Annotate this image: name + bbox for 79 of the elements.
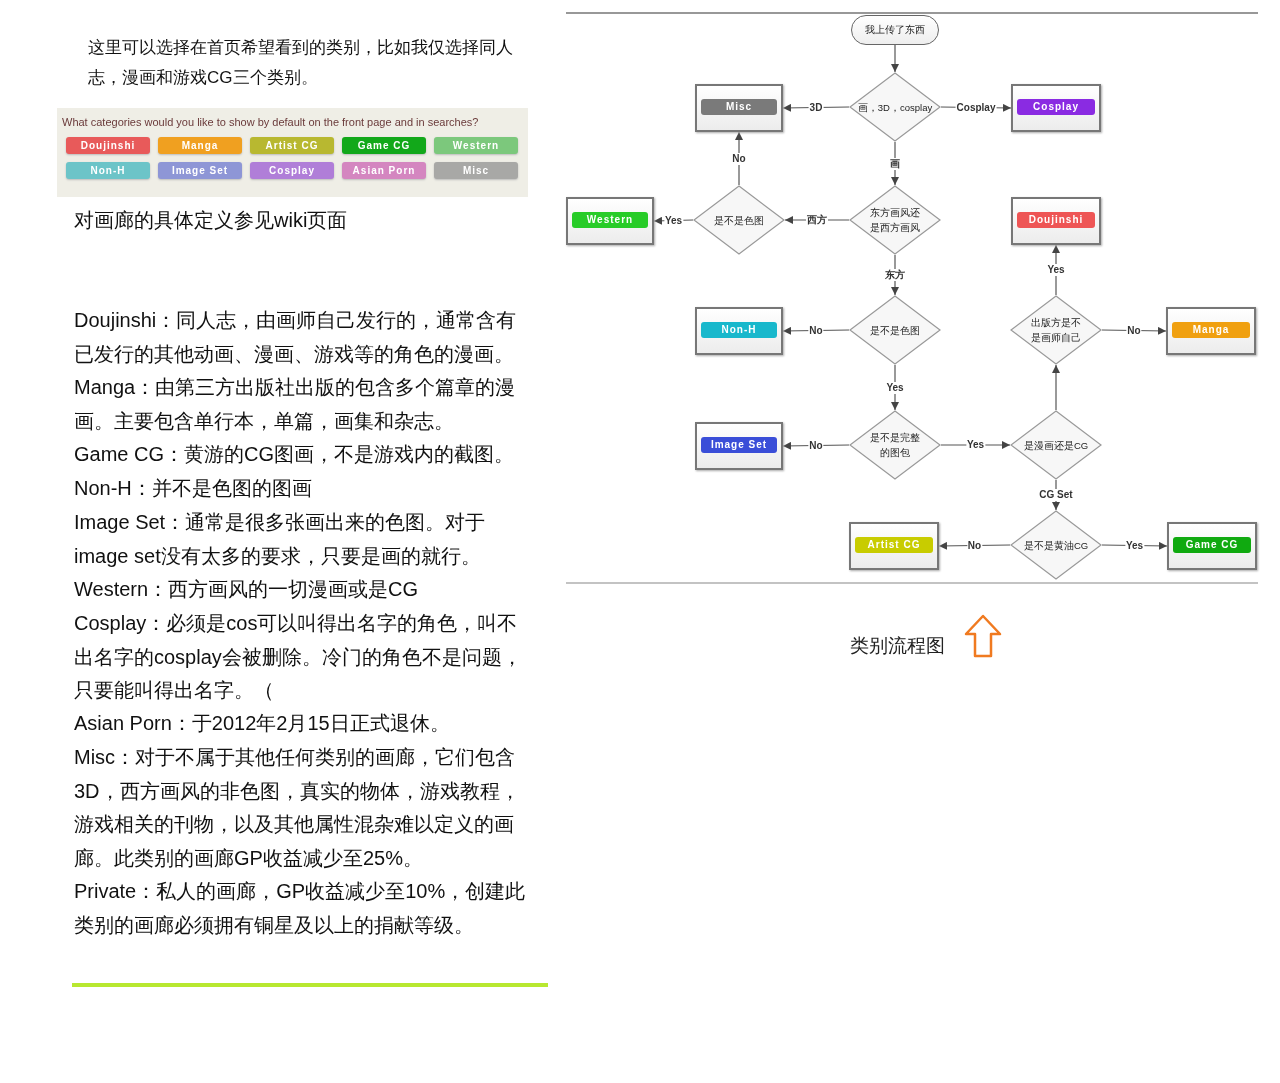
decision-text: 出版方是不是画师自己 [1031, 316, 1081, 345]
edge-label: 画 [889, 157, 901, 170]
arrow [891, 254, 899, 296]
category-button: Western [434, 137, 518, 154]
edge-label: 东方 [884, 269, 906, 281]
decision-diamond [849, 410, 941, 480]
edge-label: Yes [965, 439, 986, 451]
category-card [1166, 307, 1256, 355]
category-button: Non-H [66, 162, 150, 179]
start-terminal: 我上传了东西 [851, 15, 939, 45]
decision-diamond [849, 72, 941, 142]
decision-text: 画，3D，cosplay [856, 100, 934, 115]
category-card [1011, 84, 1101, 132]
category-button: Cosplay [250, 162, 334, 179]
decision-text: 是不是完整的图包 [870, 431, 920, 460]
edge-label: No [731, 152, 747, 165]
edge-label: No [966, 539, 983, 552]
category-button: Misc [434, 162, 518, 179]
category-tag: Non-H [701, 322, 777, 338]
category-button: Image Set [158, 162, 242, 179]
definition-paragraph: Western：西方画风的一切漫画或是CG [74, 577, 420, 602]
category-tag: Game CG [1173, 537, 1251, 553]
edge-label: No [808, 324, 824, 337]
definition-paragraph: Asian Porn：于2012年2月15日正式退休。 [74, 711, 451, 736]
category-tag: Cosplay [1017, 99, 1095, 115]
question-text: What categories would you like to show by default on the front page and in searches? [62, 116, 479, 128]
category-card [1167, 522, 1257, 570]
paragraph: 对画廊的具体定义参见wiki页面 [74, 208, 349, 233]
category-button: Artist CG [250, 137, 334, 154]
decision-text: 是不是色图 [713, 213, 765, 228]
edge-label: CG Set [1038, 489, 1074, 501]
category-card [1011, 197, 1101, 245]
decision-text: 东方画风还是西方画风 [870, 206, 920, 235]
category-tag: Image Set [701, 437, 777, 453]
edge-label: 西方 [806, 214, 828, 226]
decision-text: 是不是黄油CG [1023, 538, 1089, 553]
definition-paragraph: Image Set：通常是很多张画出来的色图。对于image set没有太多的要求，只要是画的就行。 [74, 510, 487, 569]
category-tag: Misc [701, 99, 777, 115]
category-card [695, 422, 783, 470]
edge-label: Yes [663, 214, 684, 227]
decision-diamond [1010, 295, 1102, 365]
caption: 类别流程图 [850, 634, 945, 658]
intro-paragraph: 这里可以选择在首页希望看到的类别，比如我仅选择同人志，漫画和游戏CG三个类别。 [88, 37, 514, 89]
decision-diamond [693, 185, 785, 255]
decision-text: 是不是色图 [869, 323, 921, 338]
edge-label: No [808, 439, 824, 452]
category-button: Doujinshi [66, 137, 150, 154]
decision-diamond [1010, 510, 1102, 580]
arrow [891, 44, 899, 73]
category-card [849, 522, 939, 570]
category-tag: Artist CG [855, 537, 933, 553]
category-button: Asian Porn [342, 162, 426, 179]
edge-label: No [1126, 324, 1142, 337]
definition-paragraph: Cosplay：必须是cos可以叫得出名字的角色，叫不出名字的cosplay会被删除。冷门的角色不是问题，只要能叫得出名字。（ [74, 611, 523, 703]
category-card [566, 197, 654, 245]
definition-paragraph: Manga：由第三方出版社出版的包含多个篇章的漫画。主要包含单行本，单篇，画集和杂志。 [74, 375, 517, 434]
decision-diamond [1010, 410, 1102, 480]
definition-paragraph: Private：私人的画廊，GP收益减少至10%，创建此类别的画廊必须拥有铜星及以上的捐献等级。 [74, 879, 527, 938]
decision-diamond [849, 185, 941, 255]
edge-label: Yes [1124, 539, 1145, 552]
edge-label: Cosplay [955, 101, 997, 114]
definition-paragraph: Non-H：并不是色图的图画 [74, 476, 313, 501]
edge-label: 3D [808, 101, 824, 114]
category-card [695, 307, 783, 355]
category-tag: Manga [1172, 322, 1250, 338]
category-tag: Doujinshi [1017, 212, 1095, 228]
decision-text: 是漫画还是CG [1023, 438, 1089, 453]
arrow [735, 131, 743, 186]
definition-paragraph: Misc：对于不属于其他任何类别的画廊，它们包含3D，西方画风的非色图，真实的物体，游戏教程，游戏相关的刊物，以及其他属性混杂难以定义的画廊。此类别的画廊GP收益减少至25%。 [74, 745, 521, 871]
definition-paragraph: Doujinshi：同人志，由画师自己发行的，通常含有已发行的其他动画、漫画、游戏等的角色的漫画。 [74, 308, 518, 367]
edge-label: Yes [1046, 264, 1066, 276]
definition-paragraph: Game CG：黄游的CG图画，不是游戏内的截图。 [74, 442, 516, 467]
category-card [695, 84, 783, 132]
category-button: Manga [158, 137, 242, 154]
category-tag: Western [572, 212, 648, 228]
edge-label: Yes [885, 381, 905, 394]
arrow [1052, 364, 1060, 411]
decision-diamond [849, 295, 941, 365]
category-button: Game CG [342, 137, 426, 154]
